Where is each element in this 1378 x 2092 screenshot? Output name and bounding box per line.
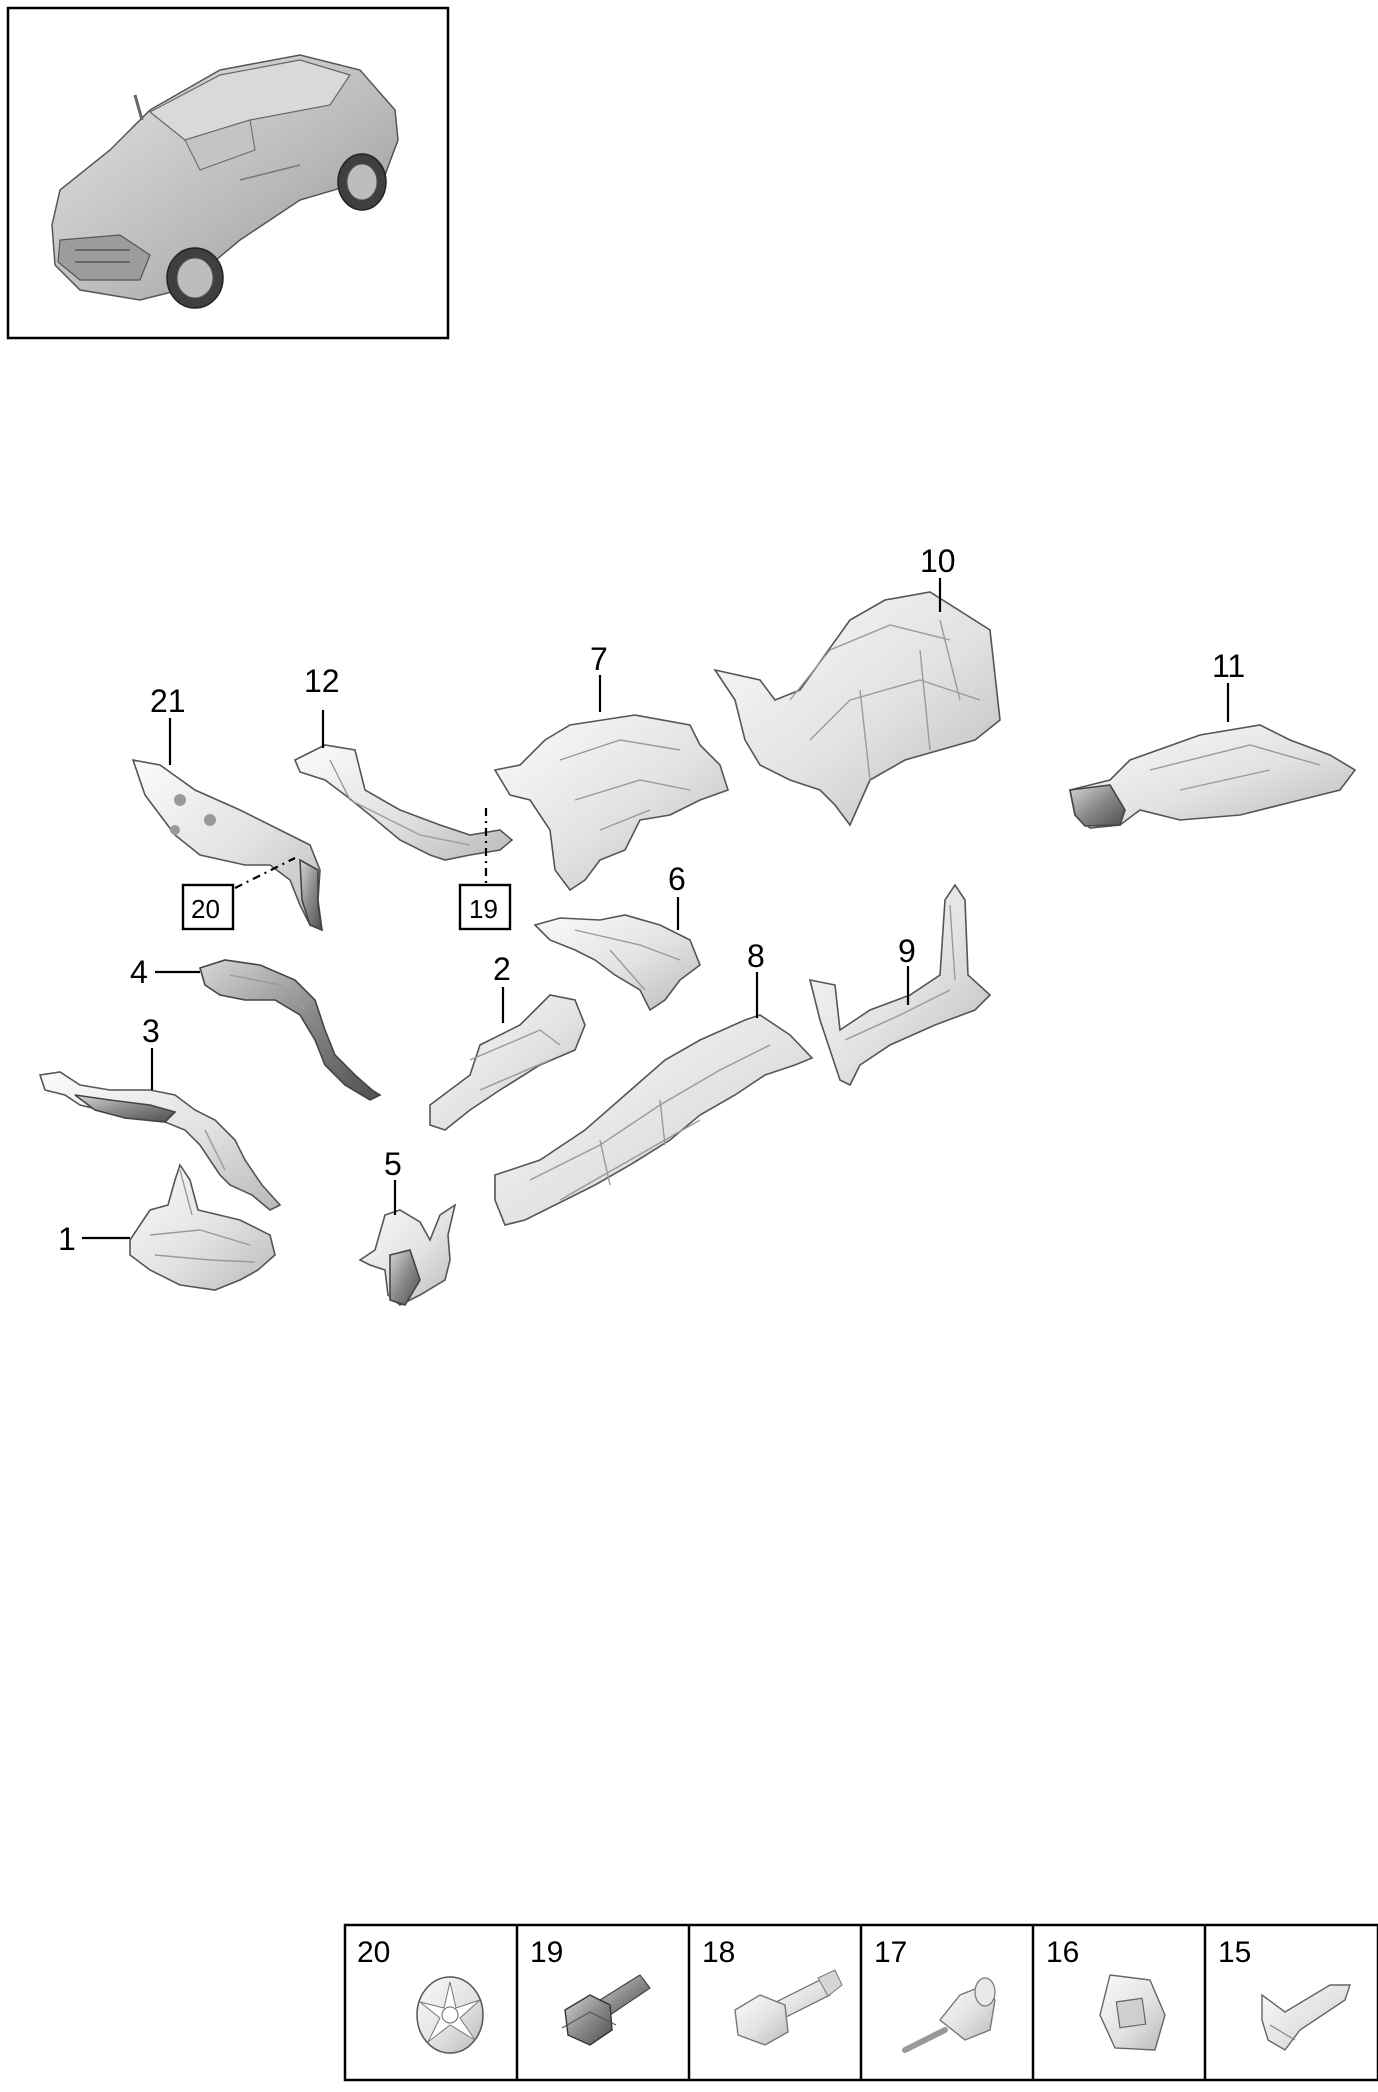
part-21-bracket	[131, 758, 324, 932]
callout-9: 9	[898, 933, 916, 969]
callout-8: 8	[747, 938, 765, 974]
fastener-legend: 20 19 18 17	[343, 1923, 1378, 2082]
callout-12: 12	[304, 663, 340, 699]
leader-lines	[82, 578, 1230, 1240]
callout-21: 21	[150, 683, 186, 719]
callout-7: 7	[590, 641, 608, 677]
part-12-bracket	[293, 744, 514, 861]
spring-clip-icon	[1261, 1984, 1351, 2051]
callout-5: 5	[384, 1146, 402, 1182]
legend-number: 20	[357, 1936, 390, 1969]
callout-11: 11	[1212, 648, 1245, 684]
legend-number: 19	[530, 1936, 563, 1969]
car-overview-icon	[51, 54, 399, 309]
expansion-rivet-icon	[902, 1977, 996, 2053]
callout-4: 4	[130, 954, 148, 990]
boxed-callout-20: 20	[181, 883, 235, 931]
callout-1: 1	[58, 1221, 76, 1257]
callout-10: 10	[920, 543, 956, 579]
legend-cell-17: 17	[874, 1936, 996, 2053]
legend-number: 18	[702, 1936, 735, 1969]
legend-number: 16	[1046, 1936, 1079, 1969]
boxed-callout-19: 19	[458, 883, 512, 931]
legend-cell-19: 19	[530, 1936, 651, 2046]
part-2-heat-shield	[429, 994, 586, 1131]
part-6-heat-shield	[533, 914, 701, 1012]
part-11-heat-shield	[1069, 724, 1357, 829]
part-8-heat-shield	[494, 1014, 814, 1226]
part-3-heat-shield	[38, 1071, 282, 1211]
part-1-heat-shield	[129, 1163, 276, 1291]
legend-number: 17	[874, 1936, 907, 1969]
callout-20: 20	[191, 894, 220, 924]
part-4-heat-shield	[199, 959, 382, 1101]
square-nut-icon	[1099, 1974, 1166, 2051]
callout-6: 6	[668, 861, 686, 897]
callout-19: 19	[469, 894, 498, 924]
shoulder-bolt-icon	[734, 1969, 843, 2046]
legend-cell-20: 20	[357, 1936, 484, 2054]
callout-2: 2	[493, 951, 511, 987]
part-5-bracket	[358, 1203, 457, 1306]
callout-3: 3	[142, 1013, 160, 1049]
car-overview-panel	[6, 6, 450, 340]
bolt-icon	[561, 1974, 651, 2046]
legend-cell-18: 18	[702, 1936, 843, 2046]
part-10-heat-shield	[713, 591, 1001, 827]
star-washer-icon	[416, 1976, 484, 2054]
callouts: 10 11 7 12 21 6 2 8 9 4 3 1 5 20 19	[58, 543, 1245, 1257]
legend-cell-16: 16	[1046, 1936, 1166, 2051]
legend-cell-15: 15	[1218, 1936, 1351, 2051]
part-7-heat-shield	[493, 714, 729, 892]
part-9-heat-shield	[808, 883, 992, 1087]
legend-number: 15	[1218, 1936, 1251, 1969]
